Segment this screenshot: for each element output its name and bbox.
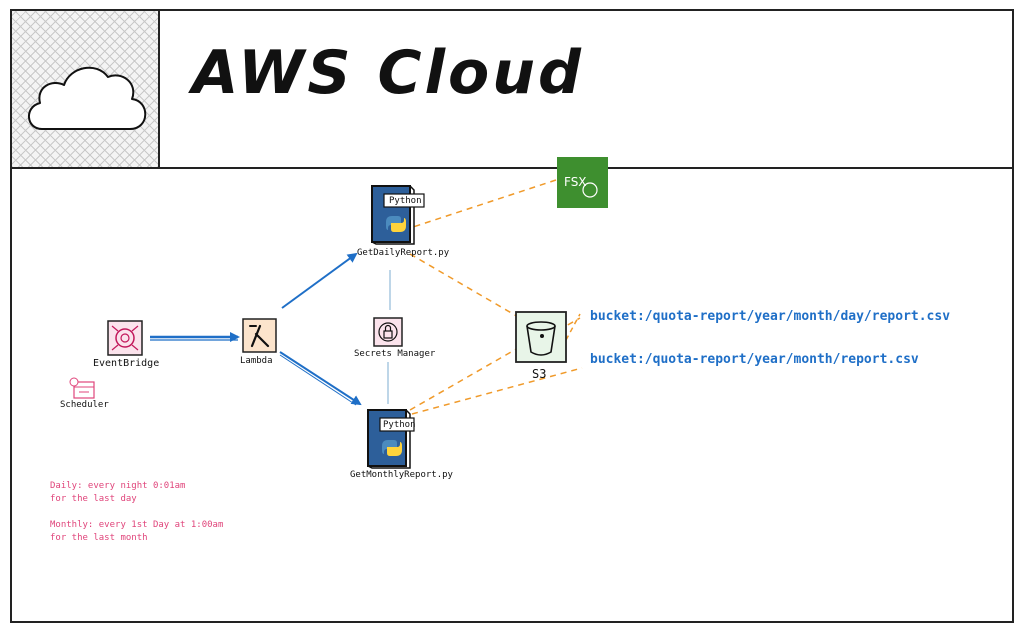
s3-bucket-icon [515, 311, 567, 363]
schedule-daily-line1: Daily: every night 0:01am [50, 481, 186, 491]
daily-python-badge: Python [389, 196, 422, 206]
python-icon [382, 440, 402, 456]
lambda-label: Lambda [240, 356, 273, 366]
cloud-icon-box [10, 9, 160, 169]
scheduler-icon [69, 377, 95, 399]
daily-script-icon [371, 185, 425, 245]
schedule-monthly-line2: for the last month [50, 533, 148, 543]
schedule-daily-line2: for the last day [50, 494, 137, 504]
bucket-path-daily: bucket:/quota-report/year/month/day/repo… [590, 309, 951, 324]
secrets-manager-label: Secrets Manager [354, 349, 436, 359]
monthly-script-icon [367, 409, 415, 469]
monthly-python-badge: Python [383, 420, 416, 430]
fsx-label: FSX [564, 175, 587, 189]
header-divider [10, 167, 1014, 169]
scheduler-label: Scheduler [60, 400, 109, 410]
diagram-title: AWS Cloud [192, 38, 584, 108]
lambda-icon [242, 318, 277, 353]
fsx-netapp-icon [557, 157, 608, 208]
s3-label: S3 [532, 367, 547, 381]
edge-lambda-monthly [279, 351, 362, 406]
edge-daily-fsx [403, 179, 557, 231]
edge-s3-bucket-daily [565, 313, 581, 341]
cloud-icon [28, 66, 147, 130]
edge-daily-s3 [409, 253, 521, 319]
eventbridge-label: EventBridge [93, 358, 160, 369]
edge-lambda-daily [281, 252, 358, 309]
eventbridge-icon [107, 320, 143, 356]
edge-monthly-bucket [411, 367, 583, 415]
edge-monthly-s3 [409, 343, 526, 411]
aws-cloud-frame [10, 9, 1014, 623]
daily-script-label: GetDailyReport.py [357, 248, 450, 258]
bucket-path-monthly: bucket:/quota-report/year/month/report.c… [590, 352, 919, 367]
python-icon [386, 216, 406, 232]
monthly-script-label: GetMonthlyReport.py [350, 470, 453, 480]
schedule-monthly-line1: Monthly: every 1st Day at 1:00am [50, 520, 224, 530]
secrets-manager-icon [373, 317, 403, 347]
edge-lambda-monthly-2 [279, 354, 357, 406]
